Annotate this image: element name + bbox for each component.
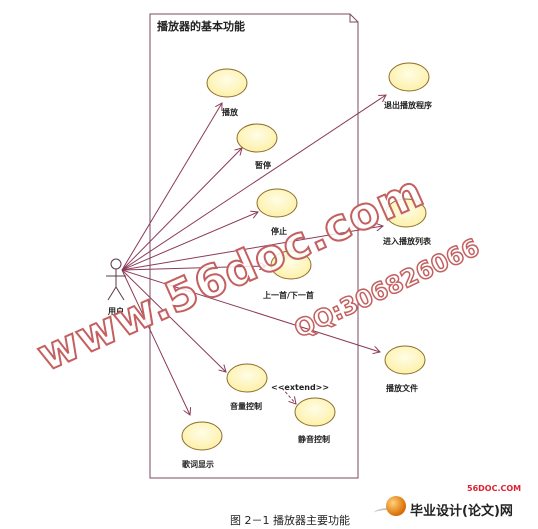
assoc-play-file	[121, 269, 380, 352]
use-case-prev-next: 上一首/下一首	[263, 250, 314, 300]
use-case-play: 播放	[206, 68, 248, 117]
association-lines	[121, 95, 386, 415]
use-case-mute-label: 静音控制	[298, 434, 330, 444]
use-case-pause-label: 暂停	[255, 160, 271, 170]
use-case-pause: 暂停	[236, 123, 278, 170]
use-case-exit-label: 退出播放程序	[384, 100, 432, 110]
assoc-volume	[121, 269, 226, 372]
use-case-volume-label: 音量控制	[230, 401, 262, 411]
assoc-play	[121, 103, 222, 271]
use-case-play-file: 播放文件	[384, 345, 426, 393]
assoc-exit	[121, 95, 386, 271]
assoc-lyrics	[121, 269, 190, 415]
extend-label: <<extend>>	[271, 383, 329, 392]
use-case-exit: 退出播放程序	[384, 62, 432, 110]
use-case-playlist: 进入播放列表	[383, 198, 432, 246]
use-case-play-label: 播放	[222, 107, 239, 117]
assoc-prev-next	[121, 266, 266, 271]
use-case-play-file-label: 播放文件	[386, 383, 418, 393]
use-case-prev-next-label: 上一首/下一首	[263, 290, 314, 300]
use-case-mute: 静音控制	[294, 397, 336, 444]
site-logo: 56DOC.COM 毕业设计(论文)网	[372, 480, 538, 529]
system-title: 播放器的基本功能	[157, 19, 245, 33]
use-case-lyrics: 歌词显示	[181, 421, 223, 469]
actor-label: 用户	[107, 306, 124, 316]
system-boundary: 播放器的基本功能	[149, 13, 359, 479]
figure-caption: 图 2－1 播放器主要功能	[230, 514, 350, 527]
logo-ball-icon	[386, 496, 406, 516]
use-case-stop-label: 停止	[271, 226, 287, 236]
assoc-playlist	[121, 226, 383, 271]
actor-user	[106, 258, 126, 301]
extend-relation: <<extend>>	[271, 383, 329, 404]
logo-site-text: 56DOC.COM	[467, 484, 522, 493]
logo-name-text: 毕业设计(论文)网	[410, 504, 513, 519]
use-case-playlist-label: 进入播放列表	[383, 236, 432, 246]
assoc-pause	[121, 148, 242, 271]
use-case-volume: 音量控制	[226, 363, 268, 411]
use-case-stop: 停止	[256, 188, 298, 236]
assoc-stop	[121, 212, 258, 271]
use-case-lyrics-label: 歌词显示	[182, 459, 214, 469]
